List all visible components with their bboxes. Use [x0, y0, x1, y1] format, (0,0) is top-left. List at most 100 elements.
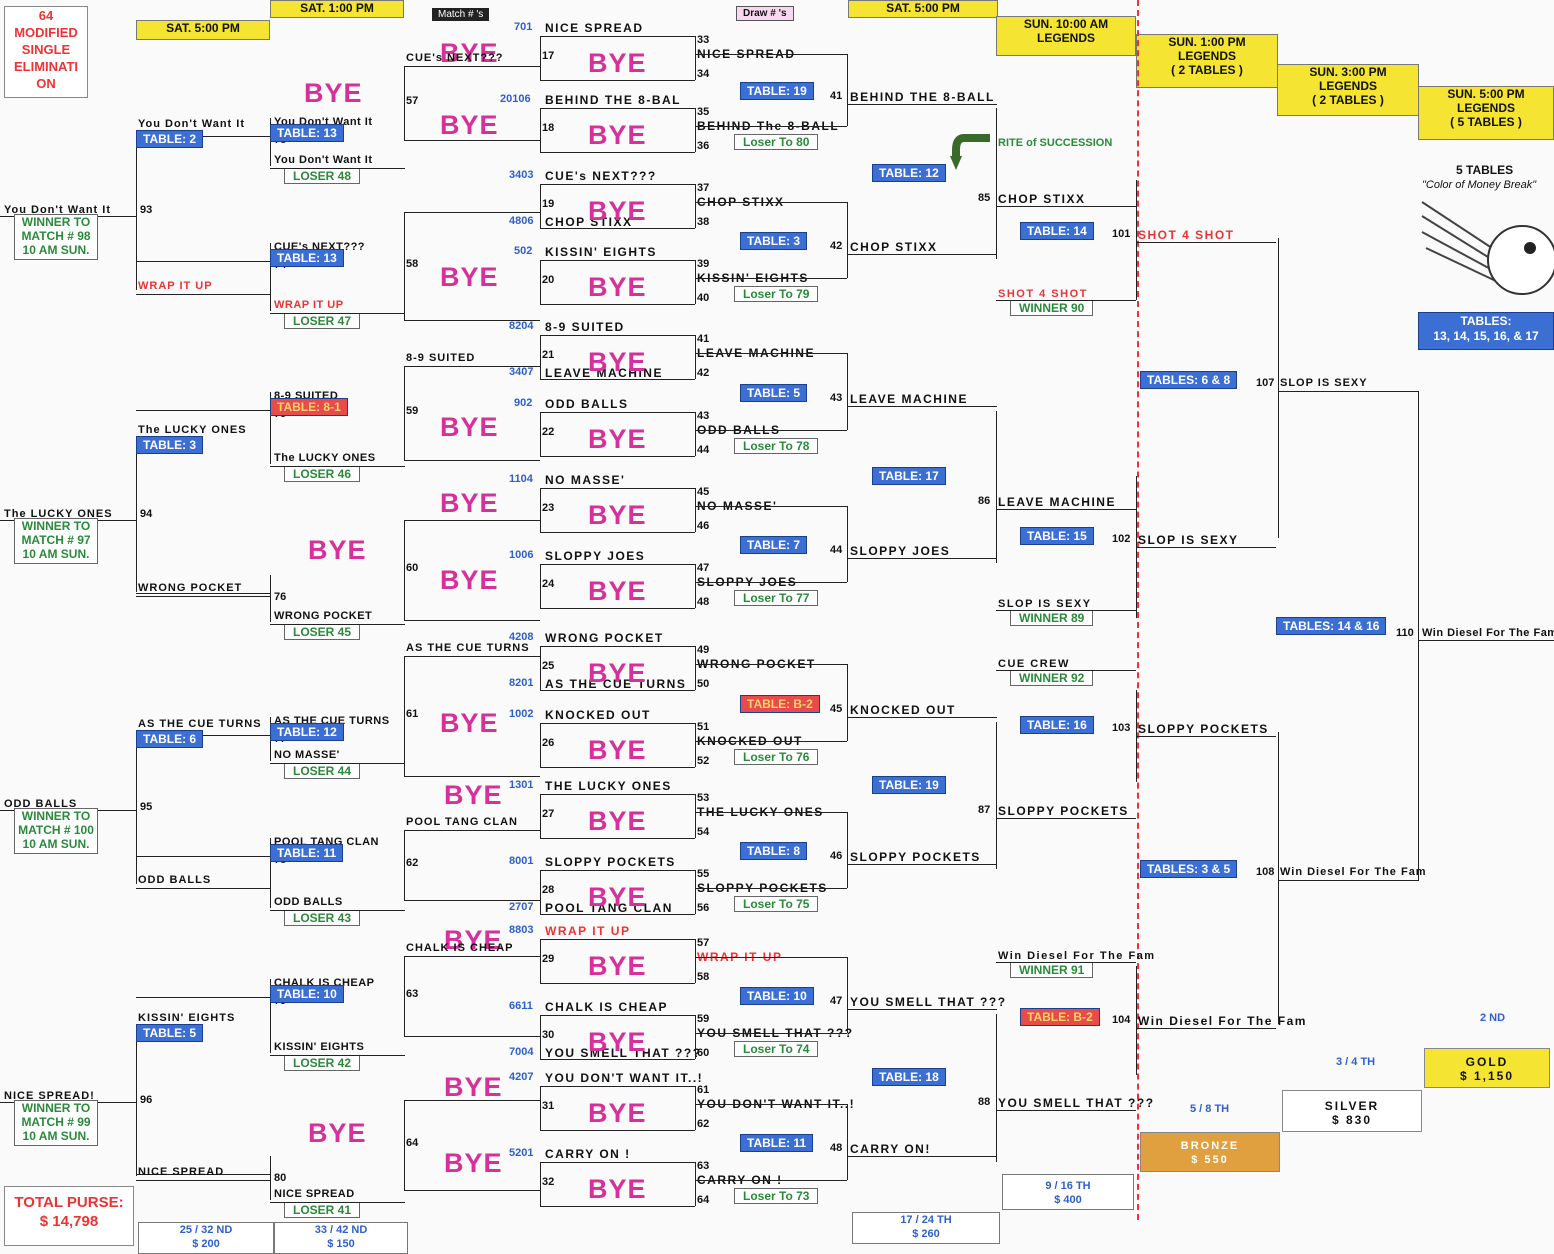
- round5-table: TABLE: 18: [872, 1068, 946, 1086]
- round6-table: TABLE: 15: [1020, 527, 1094, 545]
- draw-team-name: NO MASSE': [545, 473, 626, 487]
- bracket-line: [847, 202, 848, 278]
- draw-number: 36: [697, 140, 710, 152]
- draw-team-name: NICE SPREAD: [545, 21, 644, 35]
- seed-number: 8001: [509, 855, 534, 867]
- bracket-line: [404, 776, 540, 777]
- bye-label: BYE: [440, 565, 499, 595]
- bracket-line: [540, 1086, 695, 1087]
- draw-number: 39: [697, 258, 710, 270]
- bracket-line: [847, 104, 997, 105]
- bracket-line: [695, 1015, 696, 1059]
- draw-team-name: CHALK IS CHEAP: [545, 1000, 669, 1014]
- left-r1-bottom-team: WRONG POCKET: [274, 610, 373, 622]
- prize-25-32: 25 / 32 ND$ 200: [138, 1222, 274, 1254]
- bracket-line: [695, 506, 847, 507]
- left-r2-top-team: The LUCKY ONES: [138, 424, 247, 436]
- match-number: 103: [1112, 722, 1131, 734]
- left-winner-box: WINNER TO MATCH # 99 10 AM SUN.: [14, 1100, 98, 1146]
- match-number: 17: [542, 50, 555, 62]
- bracket-line: [136, 596, 270, 597]
- loser-to-box: Loser To 75: [734, 896, 819, 912]
- bracket-line: [540, 304, 695, 305]
- time-sat5-right: SAT. 5:00 PM: [848, 0, 998, 18]
- round5-team: CHOP STIXX: [998, 191, 1086, 206]
- bracket-line: [270, 1156, 271, 1200]
- bracket-line: [270, 243, 271, 311]
- round3-table: TABLE: 19: [740, 82, 814, 100]
- bracket-line: [695, 412, 696, 456]
- bye-label: BYE: [588, 1098, 647, 1128]
- bracket-line: [695, 939, 696, 983]
- left-winner-box: WINNER TO MATCH # 98 10 AM SUN.: [14, 214, 98, 260]
- bracket-line: [540, 1086, 541, 1130]
- round4-team: LEAVE MACHINE: [850, 391, 968, 406]
- loser-box: LOSER 48: [284, 168, 361, 184]
- left-r2-bottom-team: WRAP IT UP: [138, 280, 213, 292]
- round3-table: TABLE: 7: [740, 536, 808, 554]
- seed-number: 8204: [509, 320, 534, 332]
- incoming-winner-team: SLOP IS SEXY: [998, 598, 1092, 610]
- round6-team: SLOP IS SEXY: [1138, 533, 1239, 547]
- left-r1-bottom-team: The LUCKY ONES: [274, 452, 376, 464]
- round5-team: LEAVE MACHINE: [998, 495, 1116, 509]
- bracket-line: [540, 1015, 695, 1016]
- bracket-line: [695, 36, 696, 80]
- prize-58-label: 5 / 8 TH: [1190, 1103, 1230, 1115]
- bracket-line: [540, 914, 695, 915]
- bracket-line: [695, 812, 847, 813]
- draw-number: 51: [697, 721, 710, 733]
- final-team: Win Diesel For The Fam: [1422, 627, 1554, 639]
- round3-table: TABLE: 3: [740, 232, 808, 250]
- prize-bronze: BRONZE$ 550: [1140, 1132, 1280, 1172]
- prize-silver-label: SILVER: [1324, 1099, 1380, 1113]
- bracket-line: [540, 564, 541, 608]
- bracket-line: [540, 646, 541, 690]
- loser-to-box: Loser To 73: [734, 1188, 819, 1204]
- left-table: TABLE: 13: [270, 124, 344, 142]
- bracket-line: [136, 593, 270, 594]
- bracket-line: [695, 126, 847, 127]
- bracket-line: [1278, 732, 1279, 1024]
- time-sun1: SUN. 1:00 PM LEGENDS ( 2 TABLES ): [1136, 34, 1278, 88]
- bracket-line: [136, 997, 270, 998]
- bracket-line: [540, 723, 695, 724]
- bye-label: BYE: [588, 1027, 647, 1057]
- prize-gold-amount: $ 1,150: [1459, 1069, 1515, 1083]
- left-r1-bottom-team: WRAP IT UP: [274, 299, 344, 311]
- draw-team-name: CUE's NEXT???: [545, 169, 657, 183]
- match-number: 95: [140, 801, 153, 813]
- bracket-line: [404, 900, 540, 901]
- draw-number: 62: [697, 1118, 710, 1130]
- bracket-line: [270, 979, 271, 1053]
- bracket-line: [540, 152, 695, 153]
- match-number: 76: [274, 591, 287, 603]
- bracket-line: [540, 646, 695, 647]
- bracket-line: [540, 335, 541, 379]
- draw-team-name: SLOPPY POCKETS: [545, 855, 676, 869]
- bracket-line: [695, 54, 847, 55]
- bye-label: BYE: [444, 925, 503, 955]
- match-number: 20: [542, 274, 555, 286]
- incoming-winner-team: SHOT 4 SHOT: [998, 288, 1088, 300]
- left-table: TABLE: 10: [270, 985, 344, 1003]
- bracket-line: [136, 436, 137, 592]
- match-number: 27: [542, 808, 555, 820]
- bye-label: BYE: [440, 262, 499, 292]
- bye-label: BYE: [440, 708, 499, 738]
- draw-number: 58: [697, 971, 710, 983]
- draw-team-name: ODD BALLS: [545, 397, 629, 411]
- loser-box: LOSER 47: [284, 313, 361, 329]
- round5-team: YOU SMELL THAT ???: [998, 1096, 1155, 1110]
- bracket-line: [404, 656, 540, 657]
- prize-17-24: 17 / 24 TH$ 260: [852, 1212, 1000, 1244]
- draw-number: 50: [697, 678, 710, 690]
- seed-number: 5201: [509, 1147, 534, 1159]
- left-r2-top-team: You Don't Want It: [138, 118, 245, 130]
- match-number: 22: [542, 426, 555, 438]
- time-sun5: SUN. 5:00 PM LEGENDS ( 5 TABLES ): [1418, 86, 1554, 140]
- round4-team: YOU SMELL THAT ???: [850, 995, 1007, 1009]
- return-arrow-icon: [950, 134, 990, 170]
- draw-number: 55: [697, 868, 710, 880]
- left-winner-team: ODD BALLS: [4, 798, 78, 810]
